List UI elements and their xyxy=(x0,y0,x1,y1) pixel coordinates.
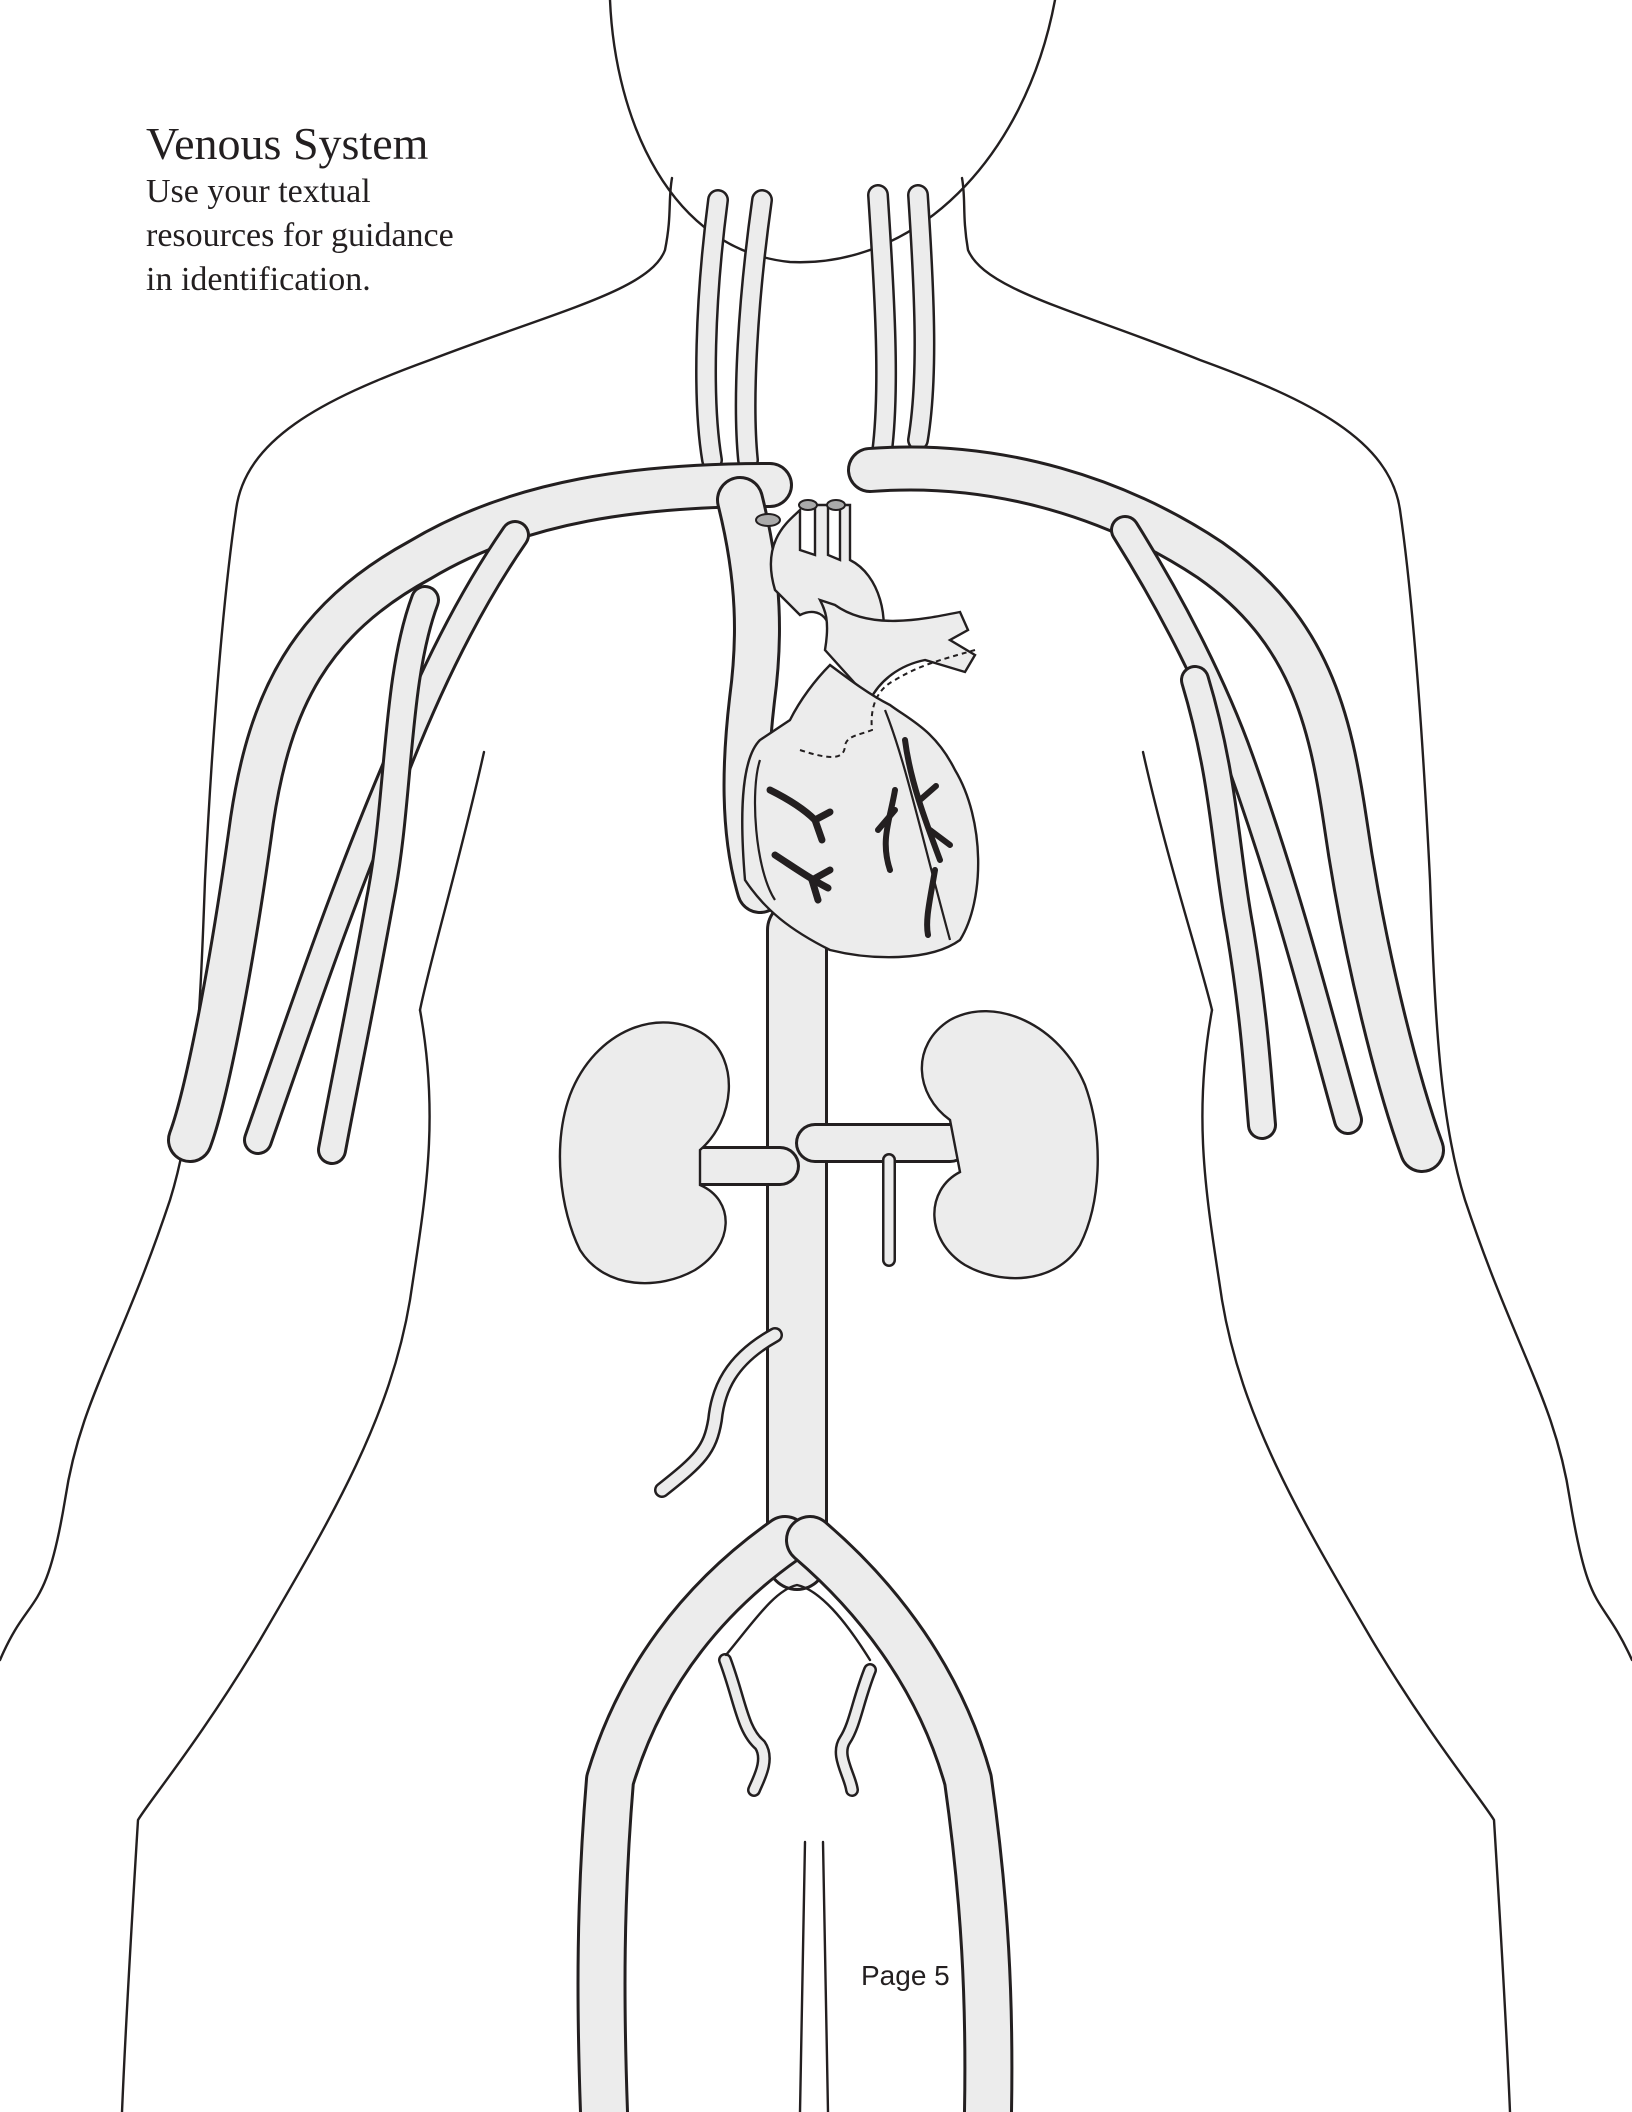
worksheet-title: Venous System xyxy=(146,118,454,170)
left-arm-outer-outline xyxy=(420,752,484,1010)
subtitle-line-2: resources for guidance xyxy=(146,214,454,258)
leg-inner-right-outline xyxy=(823,1842,828,2112)
left-arm-inner-outline xyxy=(122,1010,430,2112)
page-number: Page 5 xyxy=(861,1960,950,1992)
left-jugular-veins xyxy=(706,200,762,460)
right-arm-inner-outline xyxy=(1202,1010,1510,2112)
great-vessel-stub xyxy=(799,500,817,510)
subtitle-line-1: Use your textual xyxy=(146,170,454,214)
great-vessel-stub xyxy=(827,500,845,510)
title-block: Venous System Use your textual resources… xyxy=(146,118,454,302)
right-jugular-veins xyxy=(878,195,924,452)
head-outline xyxy=(610,0,1055,262)
veins xyxy=(190,195,1422,2112)
right-arm-outer-outline xyxy=(1143,752,1212,1010)
great-vessel-stub xyxy=(756,514,780,526)
heart xyxy=(742,500,978,957)
subtitle-line-3: in identification. xyxy=(146,258,454,302)
leg-inner-left-outline xyxy=(800,1842,805,2112)
